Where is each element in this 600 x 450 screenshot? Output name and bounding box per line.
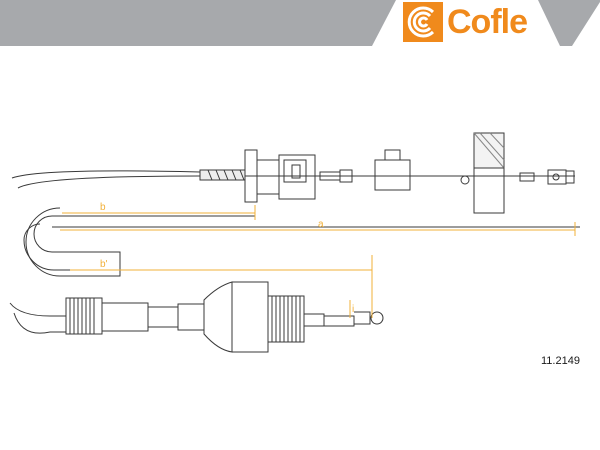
dimension-i-label: i: [352, 304, 354, 315]
part-number: 11.2149: [541, 355, 580, 367]
dimension-b-prime-label: b': [100, 259, 108, 270]
brand-name: Cofle: [447, 3, 528, 41]
brand-logo: Cofle: [403, 2, 528, 42]
cofle-logo-icon: [403, 2, 443, 42]
header-band: [0, 0, 600, 46]
dimension-a-label: a: [318, 219, 324, 230]
dimension-b-label: b: [100, 202, 106, 213]
